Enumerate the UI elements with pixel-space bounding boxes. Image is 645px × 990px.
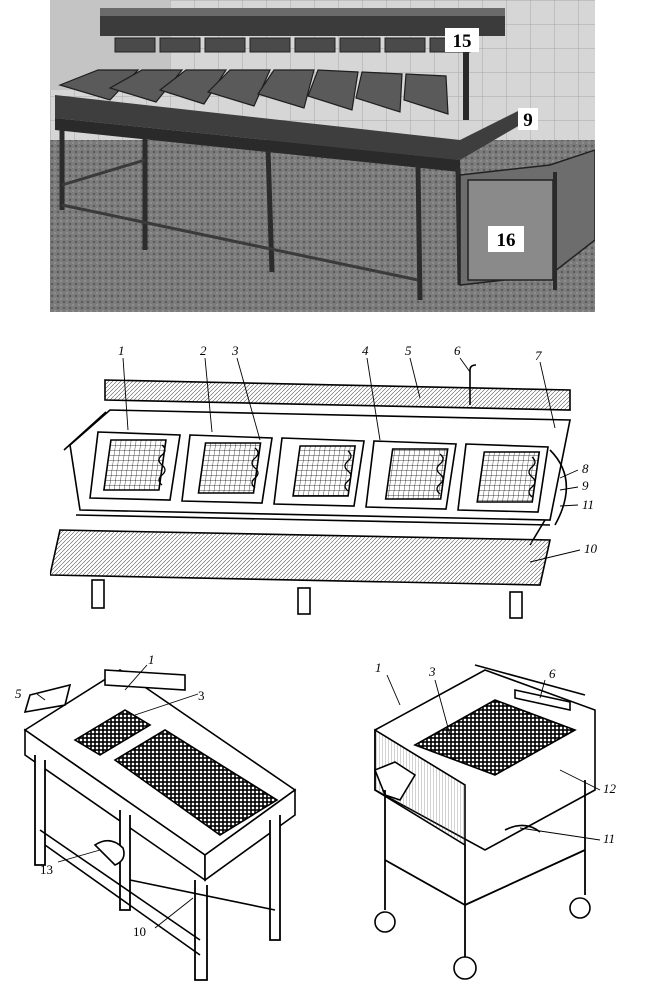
drawing-bottom-right-panel: 1 3 6 12 11 (355, 650, 640, 985)
top-callout-6: 6 (454, 343, 461, 358)
photo-panel: 15 9 16 (50, 0, 595, 312)
br-callout-12: 12 (603, 781, 617, 796)
top-callout-4: 4 (362, 343, 369, 358)
top-callout-3: 3 (231, 343, 239, 358)
br-callout-1: 1 (375, 660, 382, 675)
top-callout-8: 8 (582, 461, 589, 476)
photo-badge-9: 9 (523, 110, 533, 131)
top-callout-11: 11 (582, 497, 594, 512)
bl-callout-10: 10 (133, 924, 146, 939)
bl-callout-5: 5 (15, 686, 22, 701)
photo-illustration: 15 9 16 (50, 0, 595, 312)
br-callout-11: 11 (603, 831, 615, 846)
photo-badge-15: 15 (453, 31, 472, 52)
top-callout-9: 9 (582, 478, 589, 493)
drawing-bottom-right-illustration: 1 3 6 12 11 (355, 650, 640, 985)
top-callout-5: 5 (405, 343, 412, 358)
photo-badge-16: 16 (497, 230, 516, 251)
drawing-bottom-left-illustration: 5 1 3 13 10 (15, 650, 310, 985)
top-callout-7: 7 (535, 348, 542, 363)
drawing-top-panel: 1 2 3 4 5 6 7 8 9 11 10 (50, 340, 610, 620)
top-callout-2: 2 (200, 343, 207, 358)
bl-callout-13: 13 (40, 862, 53, 877)
br-callout-3: 3 (428, 664, 436, 679)
br-callout-6: 6 (549, 666, 556, 681)
top-callout-10: 10 (584, 541, 598, 556)
drawing-top-illustration: 1 2 3 4 5 6 7 8 9 11 10 (50, 340, 610, 620)
top-callout-1: 1 (118, 343, 125, 358)
bl-callout-3: 3 (198, 688, 205, 703)
drawing-bottom-left-panel: 5 1 3 13 10 (15, 650, 310, 985)
bl-callout-1: 1 (148, 652, 155, 667)
